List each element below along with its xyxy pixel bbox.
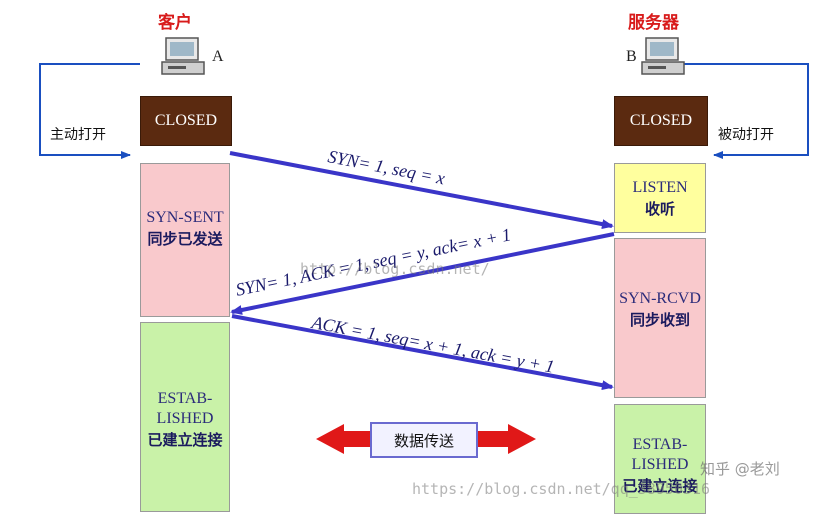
- server-passive-open-label: 被动打开: [718, 127, 774, 143]
- server-closed-label: CLOSED: [629, 112, 693, 129]
- watermark-bottom: https://blog.csdn.net/qq_38950316: [412, 480, 711, 498]
- watermark-mid: http://blog.csdn.net/: [300, 260, 490, 278]
- server-computer-icon: [641, 37, 685, 75]
- client-syn-sent-state: SYN-SENT 同步已发送: [140, 163, 230, 317]
- data-transfer-box: 数据传送: [370, 422, 478, 458]
- server-syn-rcvd-state: SYN-RCVD 同步收到: [614, 238, 706, 398]
- client-computer-icon: [161, 37, 205, 75]
- syn-ack-arrow: [230, 232, 615, 315]
- client-syn-sent-cn: 同步已发送: [147, 230, 223, 248]
- client-established-label: ESTAB-LISHED: [156, 390, 214, 427]
- server-syn-rcvd-label: SYN-RCVD: [619, 290, 701, 307]
- client-syn-sent-label: SYN-SENT: [146, 209, 224, 226]
- client-title: 客户: [158, 13, 192, 33]
- server-listen-label: LISTEN: [632, 179, 688, 196]
- client-closed-label: CLOSED: [154, 112, 218, 129]
- client-established-state: ESTAB-LISHED 已建立连接: [140, 322, 230, 512]
- server-listen-state: LISTEN 收听: [614, 163, 706, 233]
- server-established-cn: 已建立连接: [622, 477, 698, 495]
- server-syn-rcvd-cn: 同步收到: [629, 311, 690, 329]
- watermark-brand: 知乎 @老刘: [700, 460, 780, 478]
- server-host-label: B: [626, 48, 637, 65]
- client-host-label: A: [212, 48, 224, 65]
- client-established-cn: 已建立连接: [147, 431, 223, 449]
- data-transfer-label: 数据传送: [393, 431, 454, 450]
- ack-arrow: [231, 314, 614, 391]
- client-closed-state: CLOSED: [140, 96, 232, 146]
- client-active-open-label: 主动打开: [50, 127, 106, 143]
- server-closed-state: CLOSED: [614, 96, 708, 146]
- server-title: 服务器: [628, 13, 679, 33]
- server-established-state: ESTAB-LISHED 已建立连接: [614, 404, 706, 514]
- server-open-loop: [682, 63, 809, 159]
- server-established-label: ESTAB-LISHED: [631, 436, 689, 473]
- client-open-loop: [39, 63, 140, 159]
- syn-arrow: [229, 151, 614, 230]
- server-listen-cn: 收听: [644, 200, 675, 218]
